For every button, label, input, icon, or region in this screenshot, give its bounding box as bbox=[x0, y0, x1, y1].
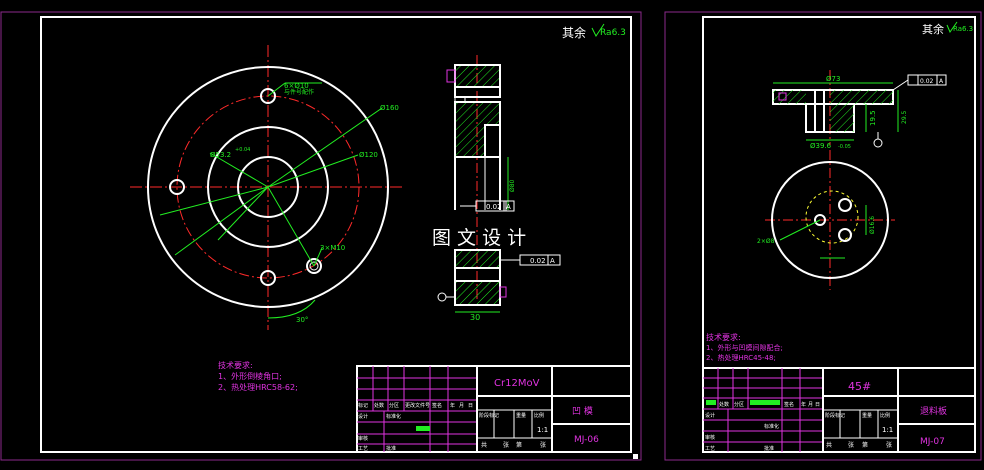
svg-text:A: A bbox=[550, 257, 555, 265]
sheet-right-outer-border bbox=[664, 11, 982, 461]
svg-text:退料板: 退料板 bbox=[920, 405, 947, 417]
svg-text:共: 共 bbox=[481, 441, 487, 449]
svg-text:0.02: 0.02 bbox=[530, 257, 546, 265]
svg-text:1、外形与凹模间隙配合;: 1、外形与凹模间隙配合; bbox=[706, 343, 783, 352]
svg-text:45#: 45# bbox=[848, 380, 871, 393]
svg-text:第: 第 bbox=[516, 441, 522, 449]
svg-text:分区: 分区 bbox=[389, 402, 399, 409]
svg-text:0.02: 0.02 bbox=[486, 203, 502, 211]
sheet-left-inner-border bbox=[40, 16, 632, 453]
svg-text:批准: 批准 bbox=[386, 445, 396, 452]
svg-text:2、热处理HRC58-62;: 2、热处理HRC58-62; bbox=[218, 382, 298, 392]
watermark: 图 文 设 计 bbox=[432, 227, 526, 249]
svg-text:签名: 签名 bbox=[432, 402, 442, 409]
svg-text:工艺: 工艺 bbox=[358, 446, 368, 452]
svg-text:比例: 比例 bbox=[534, 412, 544, 419]
stripper-plan-view: 2×Ø8 Ø16.6 bbox=[757, 150, 895, 290]
svg-text:30°: 30° bbox=[296, 316, 308, 324]
svg-text:月: 月 bbox=[808, 402, 813, 408]
svg-text:MJ-06: MJ-06 bbox=[574, 435, 599, 445]
svg-text:标记: 标记 bbox=[358, 402, 368, 409]
svg-text:A: A bbox=[939, 78, 944, 85]
svg-text:张: 张 bbox=[540, 441, 546, 449]
svg-text:1:1: 1:1 bbox=[882, 426, 893, 434]
die-front-view: 6×Ø10 与件号配作 Ø160 Ø120 Ø53.2 +0.04 3×M10 … bbox=[130, 45, 405, 330]
svg-text:其余: 其余 bbox=[922, 22, 944, 36]
svg-text:凹 模: 凹 模 bbox=[572, 406, 593, 417]
sheet-marker bbox=[633, 454, 638, 459]
svg-text:Ra6.3: Ra6.3 bbox=[953, 25, 973, 33]
svg-text:共: 共 bbox=[826, 441, 832, 449]
svg-text:2×Ø8: 2×Ø8 bbox=[757, 238, 775, 245]
svg-text:1、外形倒棱角口;: 1、外形倒棱角口; bbox=[218, 371, 282, 381]
svg-text:+0.04: +0.04 bbox=[235, 147, 250, 153]
svg-text:标准化: 标准化 bbox=[764, 423, 779, 430]
svg-text:审核: 审核 bbox=[358, 435, 368, 442]
svg-text:Ø73: Ø73 bbox=[826, 75, 840, 83]
svg-text:批准: 批准 bbox=[764, 445, 774, 452]
svg-text:处数: 处数 bbox=[719, 401, 729, 408]
title-block-right: 处数 分区 签名 年 月 日 设计 标准化 审核 工艺 批准 阶段标记 重量 比… bbox=[702, 367, 976, 453]
svg-text:2、热处理HRC45-48;: 2、热处理HRC45-48; bbox=[706, 353, 776, 362]
svg-text:更改文件号: 更改文件号 bbox=[405, 402, 430, 409]
svg-text:设计: 设计 bbox=[705, 412, 715, 419]
svg-text:设计: 设计 bbox=[358, 413, 368, 420]
svg-text:29.5: 29.5 bbox=[901, 110, 908, 124]
svg-text:技术要求:: 技术要求: bbox=[706, 332, 741, 342]
svg-text:处数: 处数 bbox=[374, 402, 384, 409]
svg-text:阶段标记: 阶段标记 bbox=[825, 412, 845, 419]
svg-text:第: 第 bbox=[862, 441, 868, 449]
svg-text:日: 日 bbox=[468, 403, 473, 409]
svg-text:分区: 分区 bbox=[734, 401, 744, 408]
svg-text:Ø16.6: Ø16.6 bbox=[869, 216, 876, 234]
svg-text:Ra6.3: Ra6.3 bbox=[600, 28, 626, 38]
svg-text:A: A bbox=[506, 203, 511, 211]
svg-text:与件号配作: 与件号配作 bbox=[284, 88, 314, 96]
svg-text:年: 年 bbox=[450, 402, 455, 409]
svg-text:标准化: 标准化 bbox=[386, 413, 401, 420]
svg-text:MJ-07: MJ-07 bbox=[920, 437, 945, 447]
svg-text:技术要求:: 技术要求: bbox=[218, 360, 253, 370]
technical-notes-right: 技术要求: 1、外形与凹模间隙配合; 2、热处理HRC45-48; bbox=[706, 332, 783, 362]
svg-text:工艺: 工艺 bbox=[705, 446, 715, 452]
svg-text:19.5: 19.5 bbox=[869, 110, 877, 126]
svg-text:30: 30 bbox=[470, 313, 480, 322]
svg-text:比例: 比例 bbox=[880, 412, 890, 419]
svg-text:Ø160: Ø160 bbox=[380, 104, 399, 112]
stripper-section-view: Ø73 Ø39.6 -0.05 19.5 29.5 0.02 A bbox=[772, 70, 947, 150]
svg-text:签名: 签名 bbox=[784, 401, 794, 408]
die-section-view: 30 Ø80 0.02 A 0.02 A bbox=[437, 55, 561, 322]
title-block-left: 标记 处数 分区 更改文件号 签名 年 月 日 设计 标准化 审核 工艺 批准 … bbox=[356, 365, 632, 453]
svg-text:日: 日 bbox=[815, 402, 820, 408]
roughness-symbol-left: 其余 Ra6.3 bbox=[562, 23, 626, 40]
svg-text:Ø39.6: Ø39.6 bbox=[810, 142, 832, 150]
hole-bottom bbox=[260, 270, 276, 286]
svg-text:其余: 其余 bbox=[562, 25, 586, 40]
svg-text:审核: 审核 bbox=[705, 434, 715, 441]
svg-text:0.02: 0.02 bbox=[920, 78, 934, 85]
svg-text:张: 张 bbox=[848, 441, 854, 449]
svg-text:阶段标记: 阶段标记 bbox=[479, 412, 499, 419]
roughness-symbol-right: 其余 Ra6.3 bbox=[922, 21, 973, 36]
svg-text:月: 月 bbox=[459, 403, 464, 409]
sheet-left-outer-border bbox=[0, 11, 642, 461]
svg-text:Ø53.2: Ø53.2 bbox=[210, 151, 231, 159]
svg-text:张: 张 bbox=[503, 441, 509, 449]
svg-text:Ø120: Ø120 bbox=[359, 151, 378, 159]
svg-text:重量: 重量 bbox=[516, 412, 526, 419]
svg-text:张: 张 bbox=[886, 441, 892, 449]
threaded-hole bbox=[306, 258, 322, 274]
hole-top bbox=[260, 88, 276, 104]
svg-text:6×Ø10: 6×Ø10 bbox=[284, 82, 309, 90]
svg-text:-0.05: -0.05 bbox=[838, 144, 851, 150]
svg-text:1:1: 1:1 bbox=[537, 426, 548, 434]
svg-text:Cr12MoV: Cr12MoV bbox=[494, 378, 540, 389]
svg-text:重量: 重量 bbox=[862, 412, 872, 419]
svg-text:Ø80: Ø80 bbox=[509, 179, 516, 192]
svg-text:年: 年 bbox=[801, 401, 806, 408]
technical-notes-left: 技术要求: 1、外形倒棱角口; 2、热处理HRC58-62; bbox=[218, 360, 298, 392]
hole-left bbox=[169, 179, 185, 195]
svg-text:3×M10: 3×M10 bbox=[320, 244, 345, 252]
